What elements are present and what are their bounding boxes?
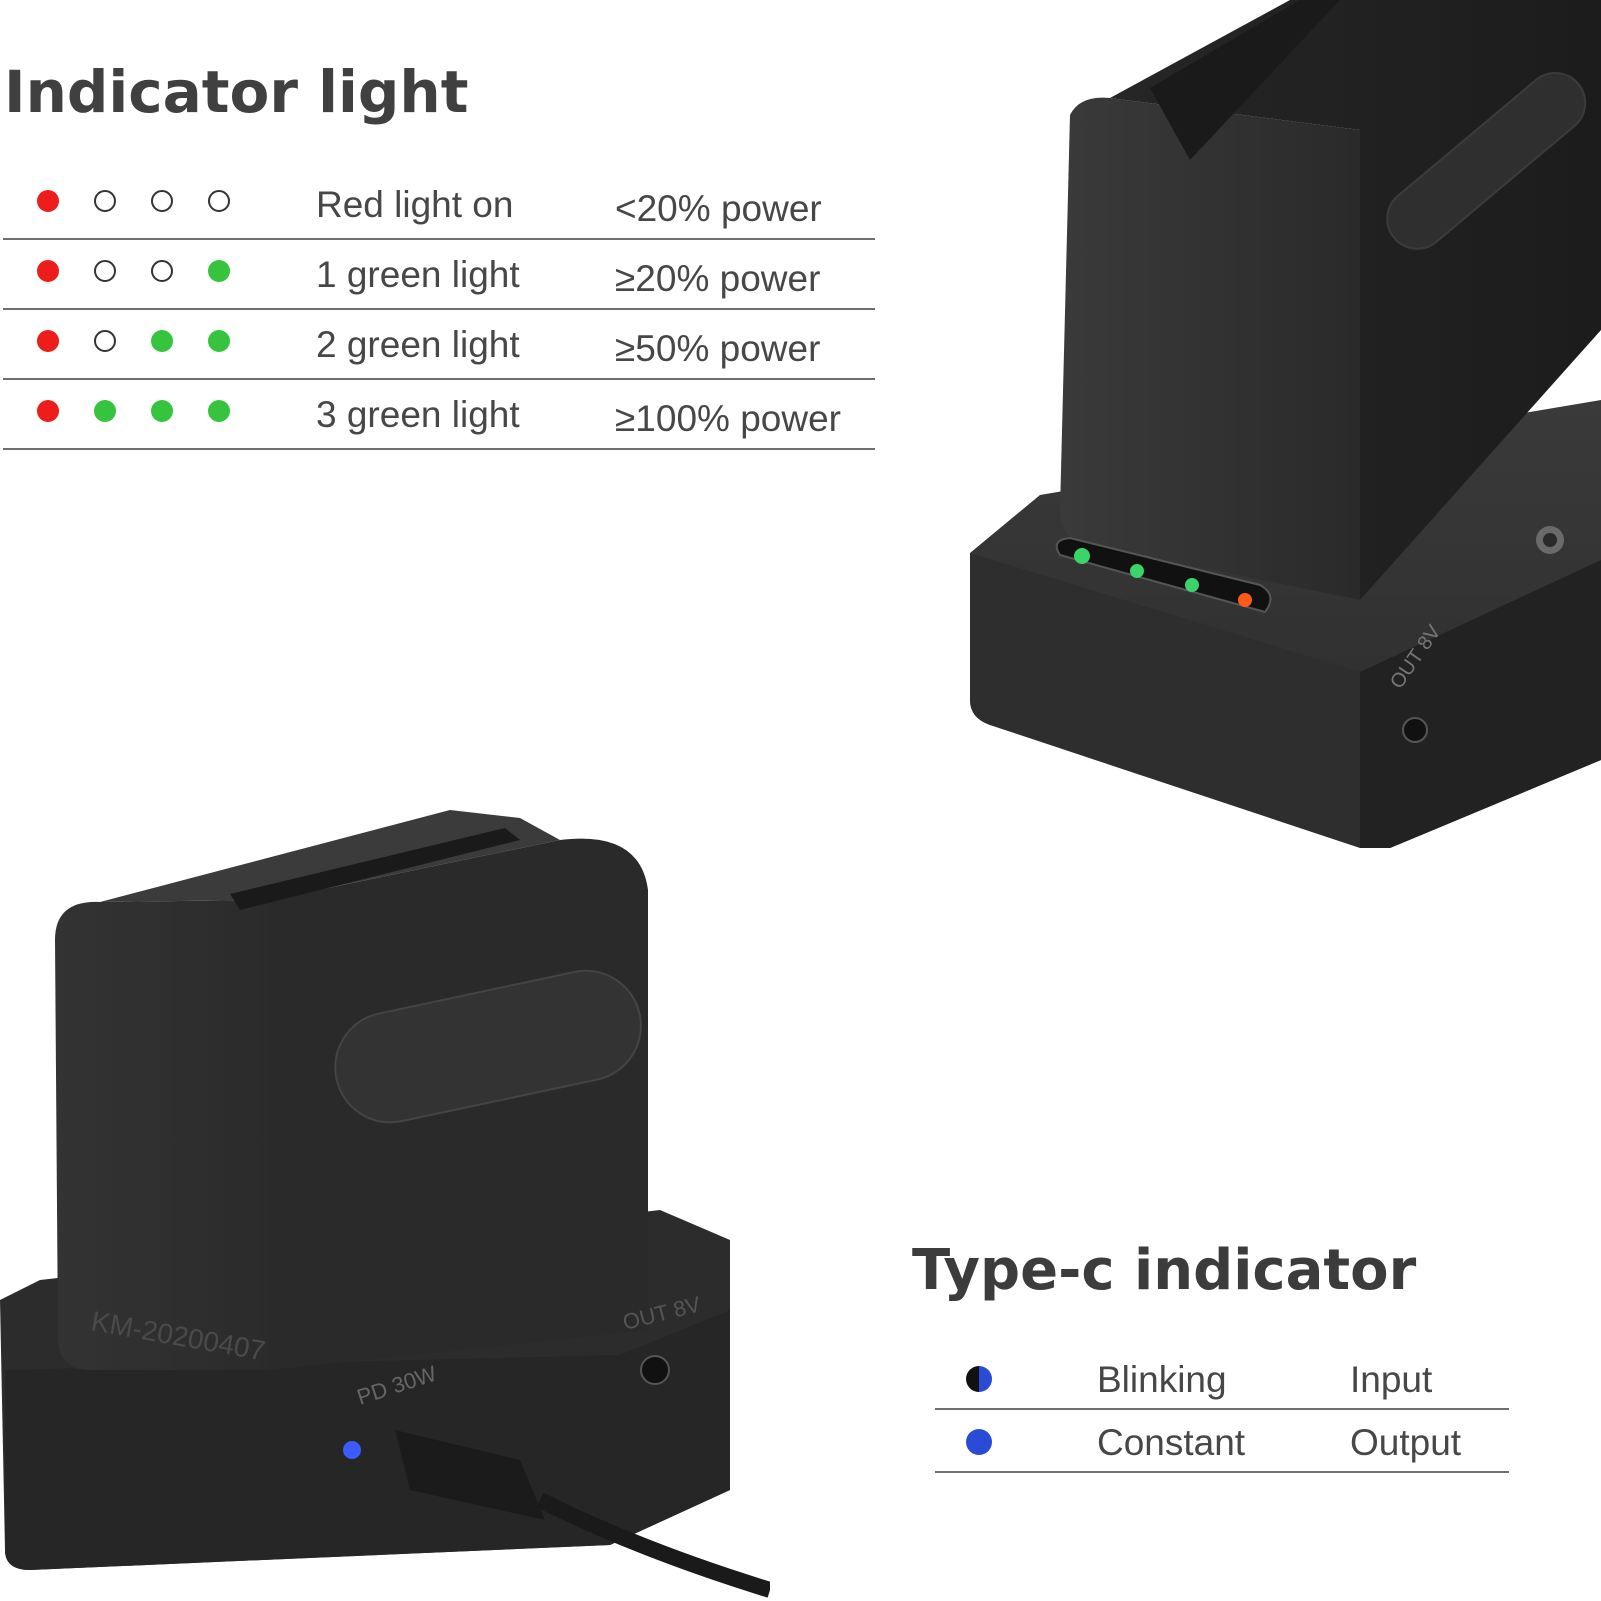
battery-plate-bottom-image: KM-20200407 PD 30W OUT 8V: [0, 810, 770, 1598]
type-c-row: Blinking Input: [935, 1347, 1509, 1410]
blinking-dot-icon: [966, 1366, 992, 1392]
type-c-mode: Constant: [1097, 1422, 1246, 1463]
type-c-indicator-table: Blinking Input Constant Output: [935, 1347, 1509, 1473]
indicator-dot: [37, 330, 59, 352]
indicator-dot: [37, 190, 59, 212]
indicator-dot: [94, 190, 116, 212]
indicator-dot: [151, 260, 173, 282]
type-c-row: Constant Output: [935, 1410, 1509, 1473]
power-level: ≥50% power: [615, 328, 821, 369]
indicator-dot: [151, 400, 173, 422]
indicator-dot: [37, 400, 59, 422]
indicator-dot: [151, 190, 173, 212]
battery-plate-top-image: OUT 8V: [970, 0, 1601, 848]
constant-dot-icon: [966, 1429, 992, 1455]
indicator-row: 3 green light ≥100% power: [3, 380, 875, 450]
type-c-indicator-title: Type-c indicator: [912, 1238, 1417, 1303]
indicator-light-title: Indicator light: [4, 58, 469, 126]
indicator-dot: [208, 400, 230, 422]
power-level: ≥100% power: [615, 398, 841, 439]
indicator-row: 1 green light ≥20% power: [3, 240, 875, 310]
indicator-dot: [94, 330, 116, 352]
indicator-light-table: Red light on <20% power 1 green light ≥2…: [3, 170, 875, 450]
power-level: <20% power: [615, 188, 822, 229]
power-level: ≥20% power: [615, 258, 821, 299]
type-c-mode: Blinking: [1097, 1359, 1227, 1400]
indicator-label: Red light on: [316, 184, 514, 225]
type-c-function: Output: [1350, 1422, 1462, 1463]
indicator-dot: [208, 260, 230, 282]
indicator-label: 3 green light: [316, 394, 520, 435]
type-c-function: Input: [1350, 1359, 1433, 1400]
indicator-dot: [94, 260, 116, 282]
indicator-row: 2 green light ≥50% power: [3, 310, 875, 380]
indicator-label: 2 green light: [316, 324, 520, 365]
indicator-dot: [94, 400, 116, 422]
indicator-dot: [208, 190, 230, 212]
indicator-dot: [151, 330, 173, 352]
indicator-dot: [208, 330, 230, 352]
indicator-dot: [37, 260, 59, 282]
indicator-label: 1 green light: [316, 254, 520, 295]
indicator-row: Red light on <20% power: [3, 170, 875, 240]
